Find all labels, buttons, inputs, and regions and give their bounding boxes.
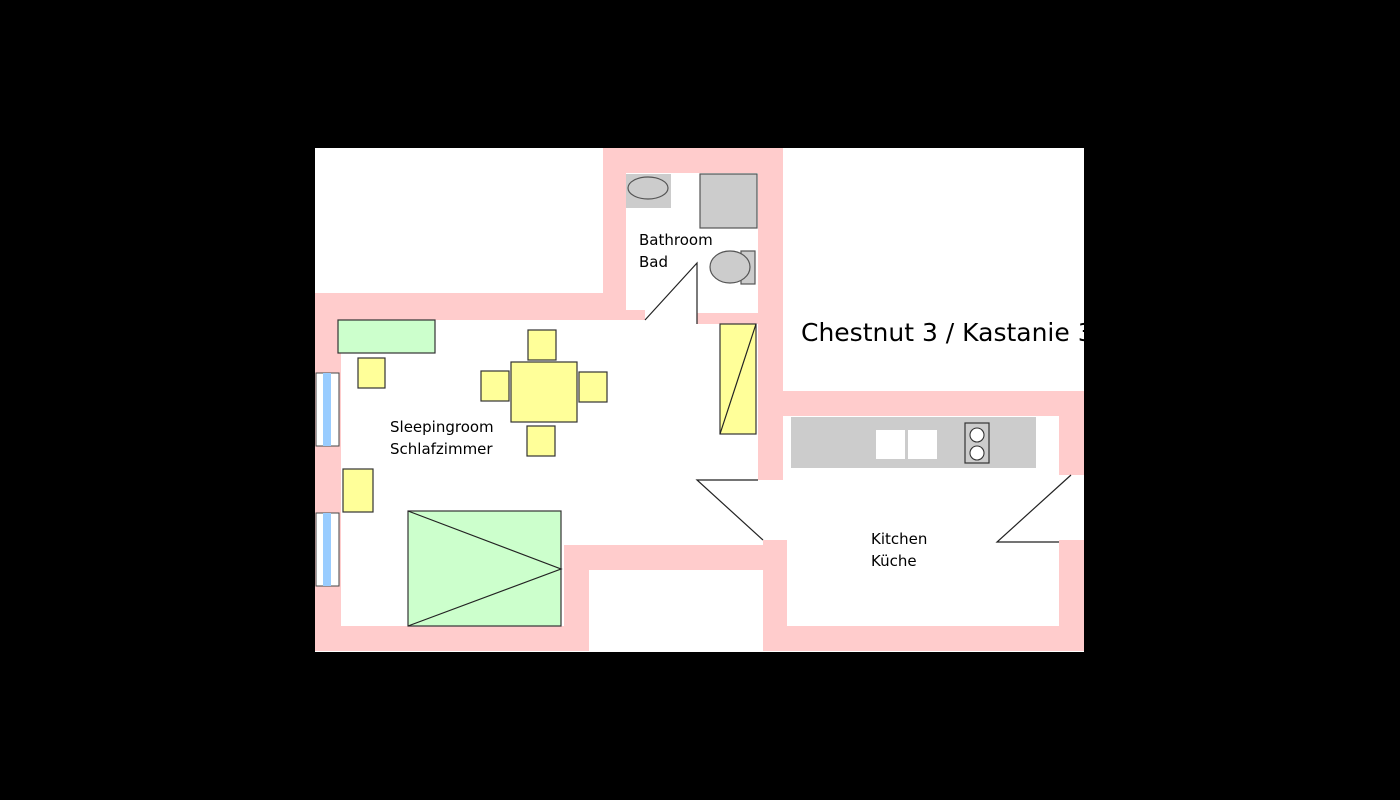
stool xyxy=(357,357,386,389)
toilet xyxy=(709,250,751,284)
window-lower xyxy=(315,512,340,587)
kitchen-label-en: Kitchen xyxy=(871,530,927,548)
sleepingroom-furniture xyxy=(337,319,757,627)
chair xyxy=(526,425,556,457)
bed xyxy=(407,510,562,627)
window-upper xyxy=(315,372,340,447)
bench xyxy=(337,319,436,354)
bathroom-label-de: Bad xyxy=(639,253,668,271)
sleepingroom-label-en: Sleepingroom xyxy=(390,418,494,436)
kitchen-label-de: Küche xyxy=(871,552,917,570)
kitchen-door-right xyxy=(995,474,1072,543)
burner xyxy=(969,445,985,461)
chair xyxy=(578,371,608,403)
chair xyxy=(527,329,557,361)
sink-left xyxy=(876,430,905,459)
doors xyxy=(644,261,1072,543)
burner xyxy=(969,427,985,443)
sink-right xyxy=(908,430,937,459)
washbasin-bowl xyxy=(627,176,669,200)
bathroom-fixtures xyxy=(626,173,758,285)
plan-title: Chestnut 3 / Kastanie 3 xyxy=(801,318,1094,347)
bathroom-door xyxy=(644,261,698,324)
sleepingroom-label-de: Schlafzimmer xyxy=(390,440,493,458)
kitchen-door-left xyxy=(695,479,764,541)
walls xyxy=(315,148,1084,651)
table xyxy=(510,361,578,423)
shower-tray xyxy=(699,173,758,229)
bathroom-label-en: Bathroom xyxy=(639,231,713,249)
kitchen-fixtures xyxy=(791,417,1036,468)
nightstand xyxy=(342,468,374,513)
chair xyxy=(480,370,510,402)
